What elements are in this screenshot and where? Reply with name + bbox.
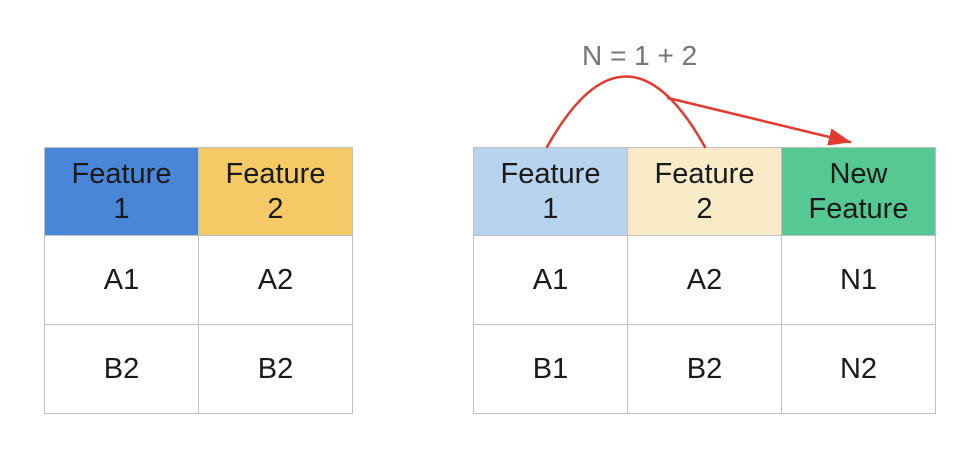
arrow-line-to-new-feature [666, 96, 852, 146]
table-cell: B2 [44, 324, 199, 414]
table-cell: N2 [781, 324, 936, 414]
source-table-header-row: Feature 1 Feature 2 [44, 147, 353, 236]
table-cell: A1 [44, 235, 199, 325]
table-row: A1 A2 [44, 235, 353, 325]
header-cell-feature-2: Feature 2 [198, 147, 353, 236]
table-cell: A2 [627, 235, 782, 325]
header-cell-new-feature: New Feature [781, 147, 936, 236]
table-row: B1 B2 N2 [473, 324, 936, 414]
header-cell-feature-1: Feature 1 [44, 147, 199, 236]
source-table: Feature 1 Feature 2 A1 A2 B2 B2 [44, 147, 353, 414]
arrow-arc-feature1-feature2 [545, 75, 707, 149]
header-cell-feature-1: Feature 1 [473, 147, 628, 236]
header-cell-feature-2: Feature 2 [627, 147, 782, 236]
table-cell: N1 [781, 235, 936, 325]
table-row: B2 B2 [44, 324, 353, 414]
result-table-header-row: Feature 1 Feature 2 New Feature [473, 147, 936, 236]
table-row: A1 A2 N1 [473, 235, 936, 325]
result-table: Feature 1 Feature 2 New Feature A1 A2 N1… [473, 147, 936, 414]
table-cell: A2 [198, 235, 353, 325]
table-cell: A1 [473, 235, 628, 325]
formula-label: N = 1 + 2 [582, 40, 698, 71]
table-cell: B2 [627, 324, 782, 414]
table-cell: B1 [473, 324, 628, 414]
table-cell: B2 [198, 324, 353, 414]
